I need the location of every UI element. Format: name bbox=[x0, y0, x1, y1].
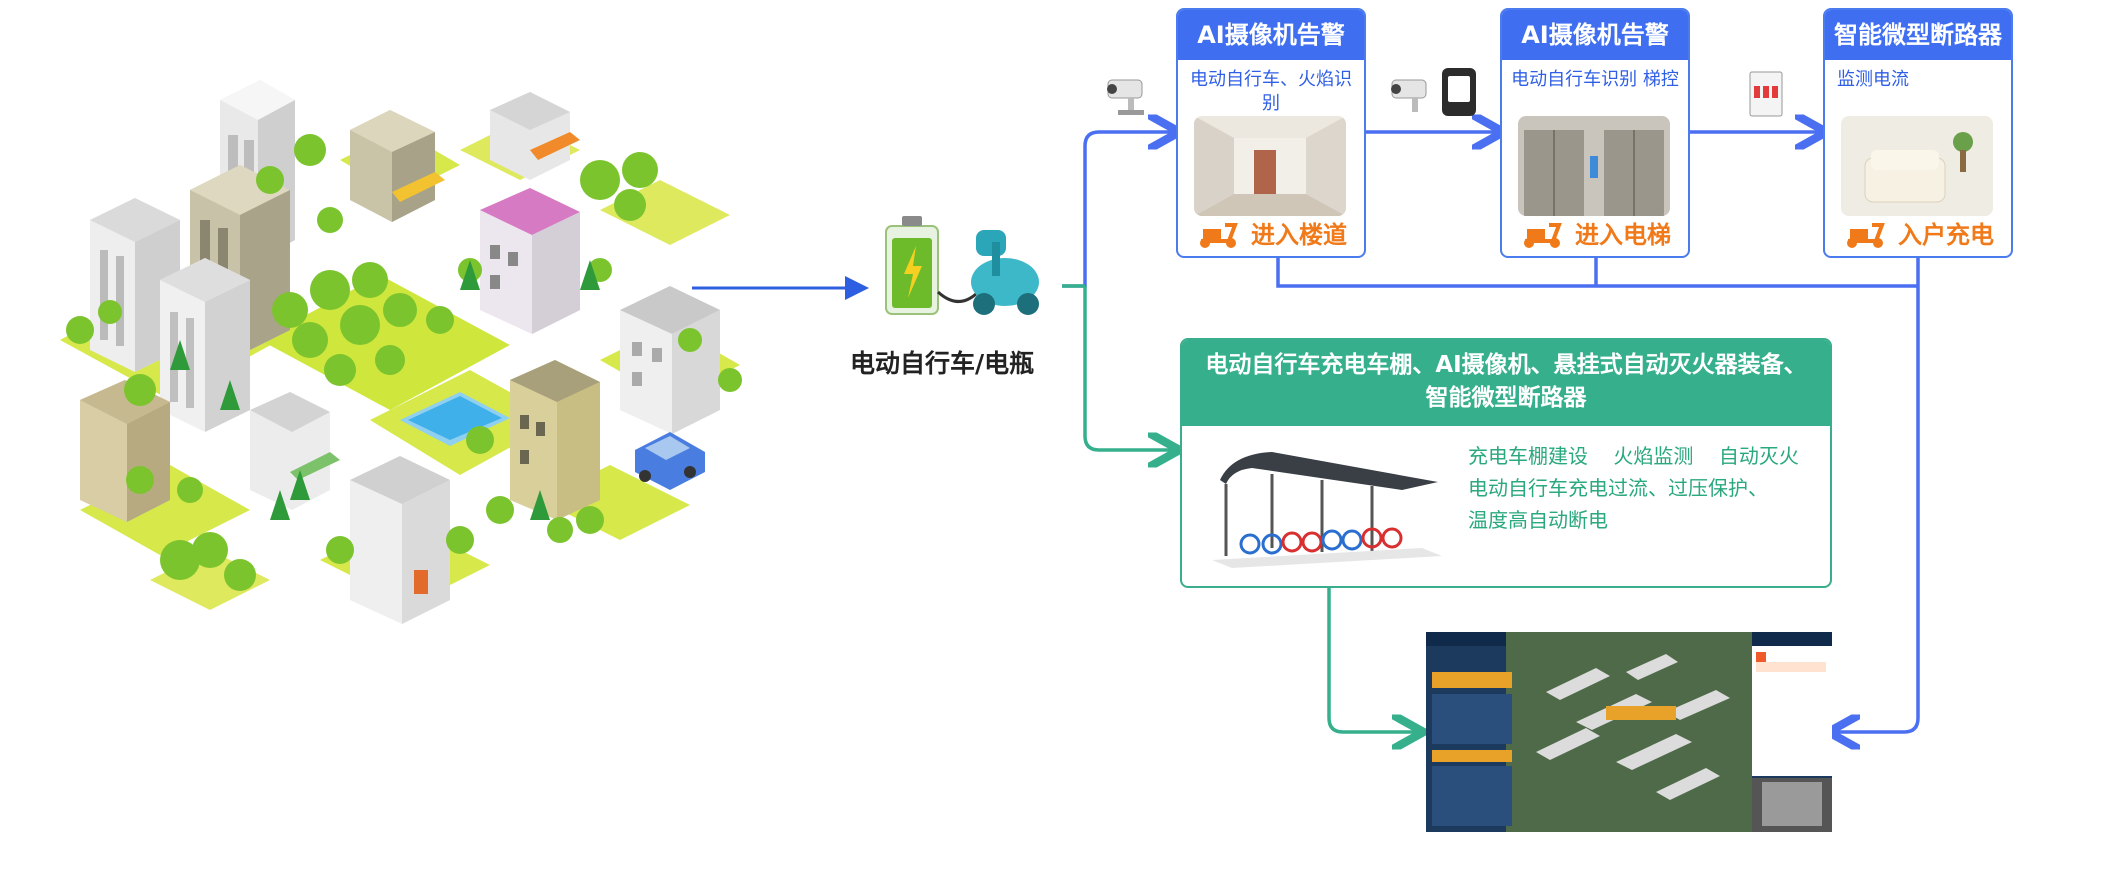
card-subtitle: 电动自行车识别 梯控 bbox=[1511, 69, 1679, 90]
hallway-photo bbox=[1194, 116, 1346, 216]
shop-bottom bbox=[250, 392, 340, 510]
card-footer: 入户充电 bbox=[1825, 214, 2011, 250]
house-pink bbox=[480, 188, 580, 334]
charging-shed-card: 电动自行车充电车棚、AI摄像机、悬挂式自动灭火器装备、智能微型断路器 充电车棚建… bbox=[1180, 338, 1832, 588]
charging-shed-illustration bbox=[1212, 452, 1442, 568]
card-title: 智能微型断路器 bbox=[1825, 10, 2011, 60]
card-subtitle: 监测电流 bbox=[1837, 69, 1909, 90]
shed-protection: 电动自行车充电过流、过压保护、 bbox=[1468, 476, 1768, 500]
camera-icon bbox=[1107, 79, 1144, 115]
house-bottom-left bbox=[80, 380, 170, 522]
shop-orange bbox=[490, 92, 580, 180]
card-footer-label: 入户充电 bbox=[1898, 220, 1994, 249]
arrow-device-to-shed bbox=[1083, 286, 1176, 450]
card-title: AI摄像机告警 bbox=[1178, 10, 1364, 60]
shed-features: 充电车棚建设 火焰监测 自动灭火 bbox=[1468, 444, 1799, 468]
car-icon bbox=[635, 432, 705, 490]
source-label: 电动自行车/电瓶 bbox=[850, 349, 1035, 378]
arrow-to-dashboard-right bbox=[1832, 256, 1920, 732]
card-footer-label: 进入电梯 bbox=[1575, 220, 1671, 249]
card-circuit-breaker: 智能微型断路器 监测电流 入户充电 bbox=[1823, 8, 2013, 258]
card-subtitle: 电动自行车、火焰识别 bbox=[1190, 69, 1352, 114]
building-yellow bbox=[510, 360, 600, 520]
living-room-photo bbox=[1841, 116, 1993, 216]
arrow-shed-to-dashboard bbox=[1327, 588, 1420, 732]
scooter-icon bbox=[1847, 223, 1885, 248]
scooter-icon bbox=[1524, 223, 1562, 248]
card-footer: 进入楼道 bbox=[1178, 214, 1364, 250]
battery-scooter-icon bbox=[885, 216, 1039, 315]
scooter-icon bbox=[1200, 223, 1238, 248]
circuit-breaker-icon bbox=[1749, 71, 1783, 117]
shop-top bbox=[350, 110, 445, 222]
elevator-photo bbox=[1518, 116, 1670, 216]
card-footer-label: 进入楼道 bbox=[1251, 220, 1347, 249]
collector-line bbox=[1276, 256, 1918, 288]
bikes bbox=[1239, 527, 1403, 555]
card-hallway-camera: AI摄像机告警 电动自行车、火焰识别 进入楼道 bbox=[1176, 8, 1366, 258]
card-title: AI摄像机告警 bbox=[1502, 10, 1688, 60]
monitoring-dashboard-screenshot bbox=[1426, 632, 1832, 832]
building-right bbox=[620, 286, 720, 434]
card-elevator-camera: AI摄像机告警 电动自行车识别 梯控 进入电梯 bbox=[1500, 8, 1690, 258]
card-footer: 进入电梯 bbox=[1502, 214, 1688, 250]
camera-access-controller-icon bbox=[1391, 68, 1476, 116]
arrow-device-to-hallway bbox=[1062, 132, 1176, 288]
trees bbox=[66, 134, 742, 591]
shed-auto-cutoff: 温度高自动断电 bbox=[1468, 508, 1608, 532]
charging-shed-title: 电动自行车充电车棚、AI摄像机、悬挂式自动灭火器装备、智能微型断路器 bbox=[1182, 340, 1830, 426]
city-illustration bbox=[60, 80, 742, 624]
pine-trees bbox=[170, 260, 600, 520]
building-bottom-center bbox=[350, 456, 450, 624]
